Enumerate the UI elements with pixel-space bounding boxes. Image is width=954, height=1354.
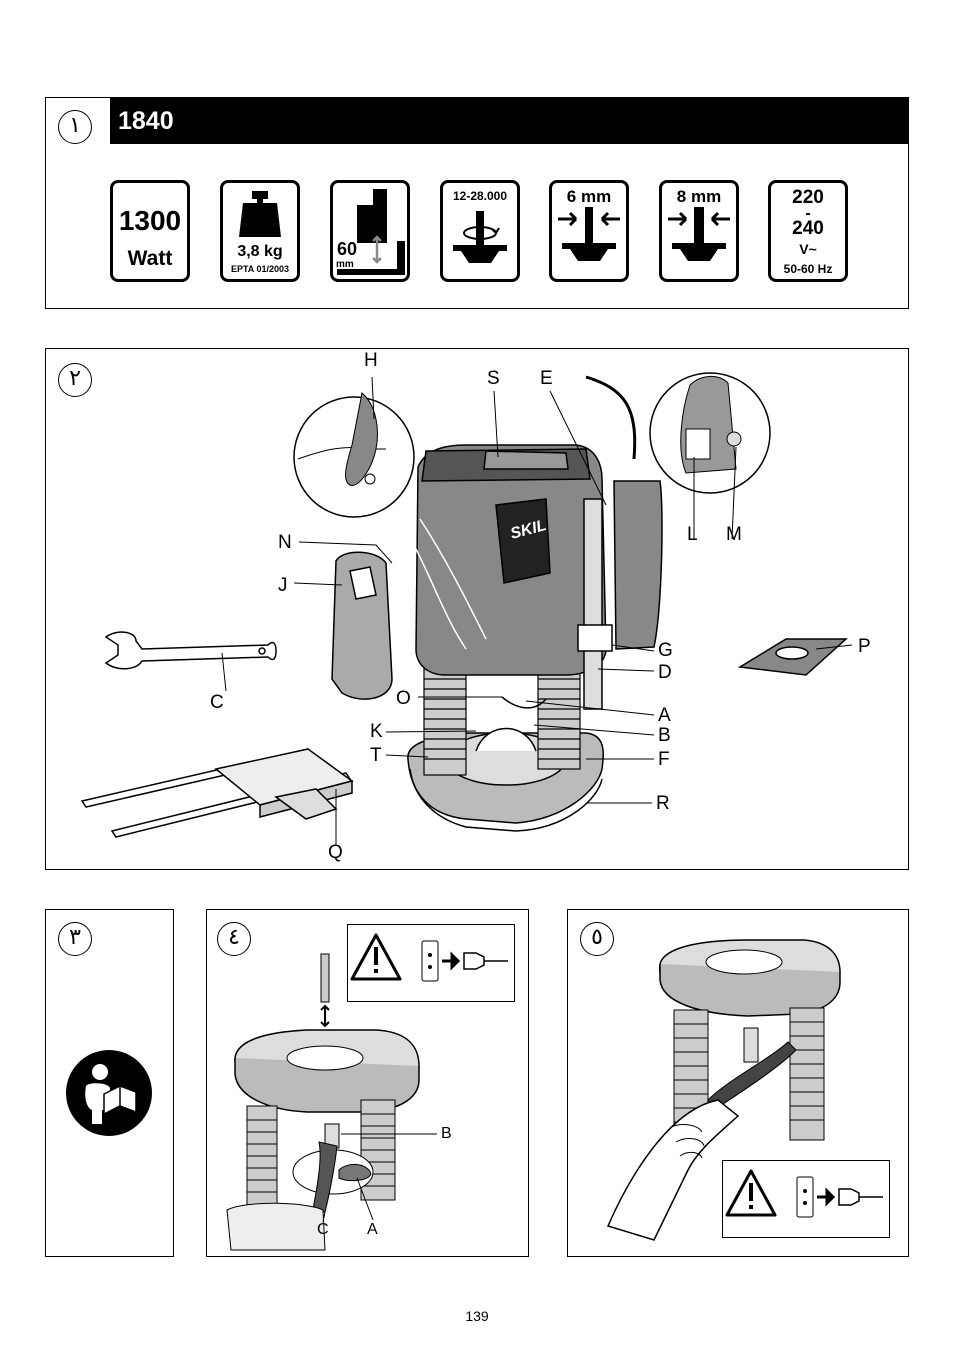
warning-unplug-icon [350, 933, 508, 982]
spec-speed: 12-28.000 [440, 180, 520, 282]
rotation-speed-icon [453, 211, 507, 263]
spec-weight: 3,8 kg EPTA 01/2003 [220, 180, 300, 282]
parallel-guide-drawing [80, 748, 354, 838]
router-columns-drawing [423, 668, 581, 776]
label-J: J [278, 575, 288, 596]
panel-4-bit-insert: ٤ B C A [206, 909, 529, 1257]
label-S: S [487, 368, 500, 389]
label-F: F [658, 749, 670, 770]
p4-label-A: A [367, 1221, 378, 1238]
speed-value: 12-28.000 [452, 189, 508, 203]
depth-unit: mm [336, 259, 354, 270]
panel-2-overview: ٢ [45, 348, 909, 870]
weight-value: 3,8 kg [237, 243, 283, 260]
bit-insert-illustration [226, 953, 437, 1251]
plunge-depth-icon [337, 189, 405, 275]
read-manual-icon [66, 1050, 152, 1136]
label-T: T [370, 745, 382, 766]
label-D: D [658, 662, 672, 683]
panel-3-number: ٣ [58, 922, 92, 956]
power-value: 1300 [118, 205, 182, 236]
spec-collet-8mm: 8 mm [659, 180, 739, 282]
label-R: R [656, 793, 670, 814]
spec-power: 1300 Watt [110, 180, 190, 282]
frequency: 50-60 Hz [783, 262, 833, 276]
panel-5-number: ٥ [580, 922, 614, 956]
label-M: M [726, 524, 742, 545]
wrench-drawing [104, 631, 277, 670]
depth-value: 60 [337, 239, 358, 259]
model-title: 1840 [110, 98, 908, 144]
bit-tighten-illustration [606, 939, 841, 1241]
collet-6-label: 6 mm [566, 187, 612, 206]
spec-collet-6mm: 6 mm [549, 180, 629, 282]
collet-8-label: 8 mm [676, 187, 722, 206]
router-right-handle-drawing [577, 375, 663, 710]
p4-label-C: C [317, 1221, 329, 1238]
label-K: K [370, 721, 383, 742]
warning-unplug-icon [725, 1169, 883, 1218]
label-H: H [364, 350, 378, 371]
label-C: C [210, 692, 224, 713]
panel-2-number: ٢ [58, 363, 92, 397]
template-guide-drawing [737, 638, 848, 676]
unplug-warning-box-5 [722, 1160, 890, 1238]
panel-4-number: ٤ [217, 922, 251, 956]
router-illustration: SKIL [80, 372, 853, 845]
label-Q: Q [328, 842, 343, 863]
p4-label-B: B [441, 1125, 452, 1142]
spec-voltage: 220 - 240 V~ 50-60 Hz [768, 180, 848, 282]
voltage-separator: - [805, 205, 811, 222]
spec-plunge-depth: 60 mm [330, 180, 410, 282]
label-L: L [687, 524, 698, 545]
label-A: A [658, 705, 671, 726]
label-N: N [278, 532, 292, 553]
label-B: B [658, 725, 671, 746]
weight-standard: EPTA 01/2003 [230, 264, 290, 274]
voltage-unit: V~ [799, 241, 817, 257]
panel-3-read-manual: ٣ [45, 909, 174, 1257]
leader-lines [221, 376, 853, 845]
router-left-handle-drawing [331, 551, 393, 700]
panel-1-number: ١ [58, 110, 92, 144]
weight-icon [239, 191, 281, 237]
voltage-top: 220 [792, 187, 824, 208]
label-E: E [540, 368, 553, 389]
collet-8-icon [668, 207, 730, 261]
page-number: 139 [465, 1308, 489, 1324]
panel-5-bit-tighten: ٥ [567, 909, 909, 1257]
label-G: G [658, 640, 673, 661]
label-O: O [396, 688, 411, 709]
power-unit: Watt [127, 247, 173, 270]
tool-connection-drawing [501, 696, 547, 709]
router-motor-housing-drawing [415, 444, 607, 676]
label-P: P [858, 636, 871, 657]
collet-6-icon [558, 207, 620, 261]
voltage-bottom: 240 [792, 218, 824, 239]
unplug-warning-box [347, 924, 515, 1002]
panel-1-specs: ١ 1840 1300 Watt 3,8 kg EPTA 01/2003 60 … [45, 97, 909, 309]
